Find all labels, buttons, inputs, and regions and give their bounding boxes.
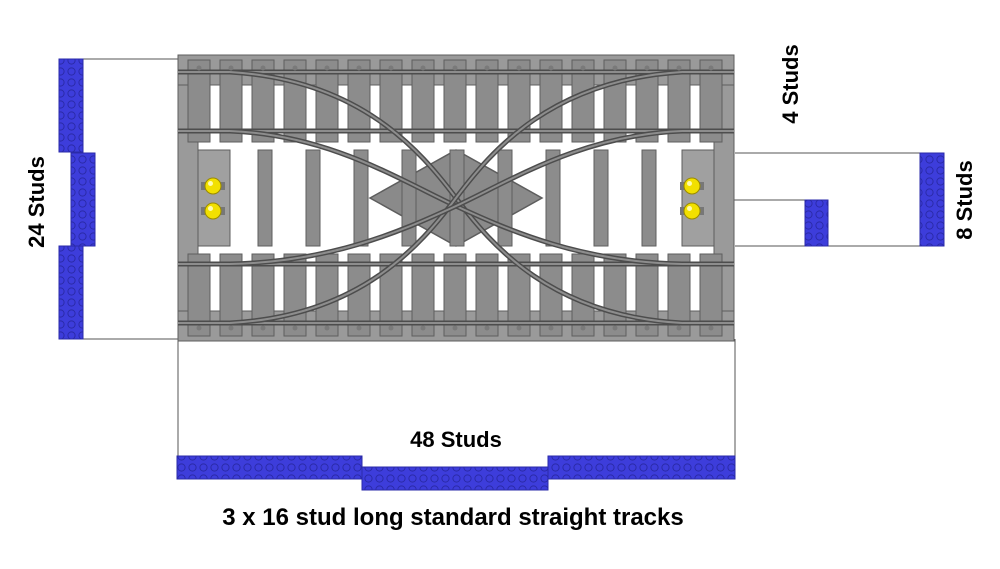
stud-plate [804,199,829,247]
yellow-signal-lamp-icon [201,177,225,195]
yellow-signal-lamp-icon [201,202,225,220]
stud-plates [58,58,945,491]
stud-plate [176,455,363,480]
signal-lamps [201,177,704,220]
stud-plate [547,455,736,480]
stud-plate [919,152,945,247]
double-crossover-track-icon [177,54,735,342]
width-total-label: 48 Studs [410,427,502,452]
yellow-signal-lamp-icon [680,177,704,195]
right-width-label: 8 Studs [952,160,977,239]
stud-plate [70,152,96,247]
right-offset-label: 4 Studs [778,44,803,123]
stud-plate [58,245,84,340]
height-total-label: 24 Studs [24,156,49,248]
stud-plate [58,58,84,153]
caption: 3 x 16 stud long standard straight track… [222,504,683,531]
yellow-signal-lamp-icon [680,202,704,220]
stud-plate [361,466,549,491]
